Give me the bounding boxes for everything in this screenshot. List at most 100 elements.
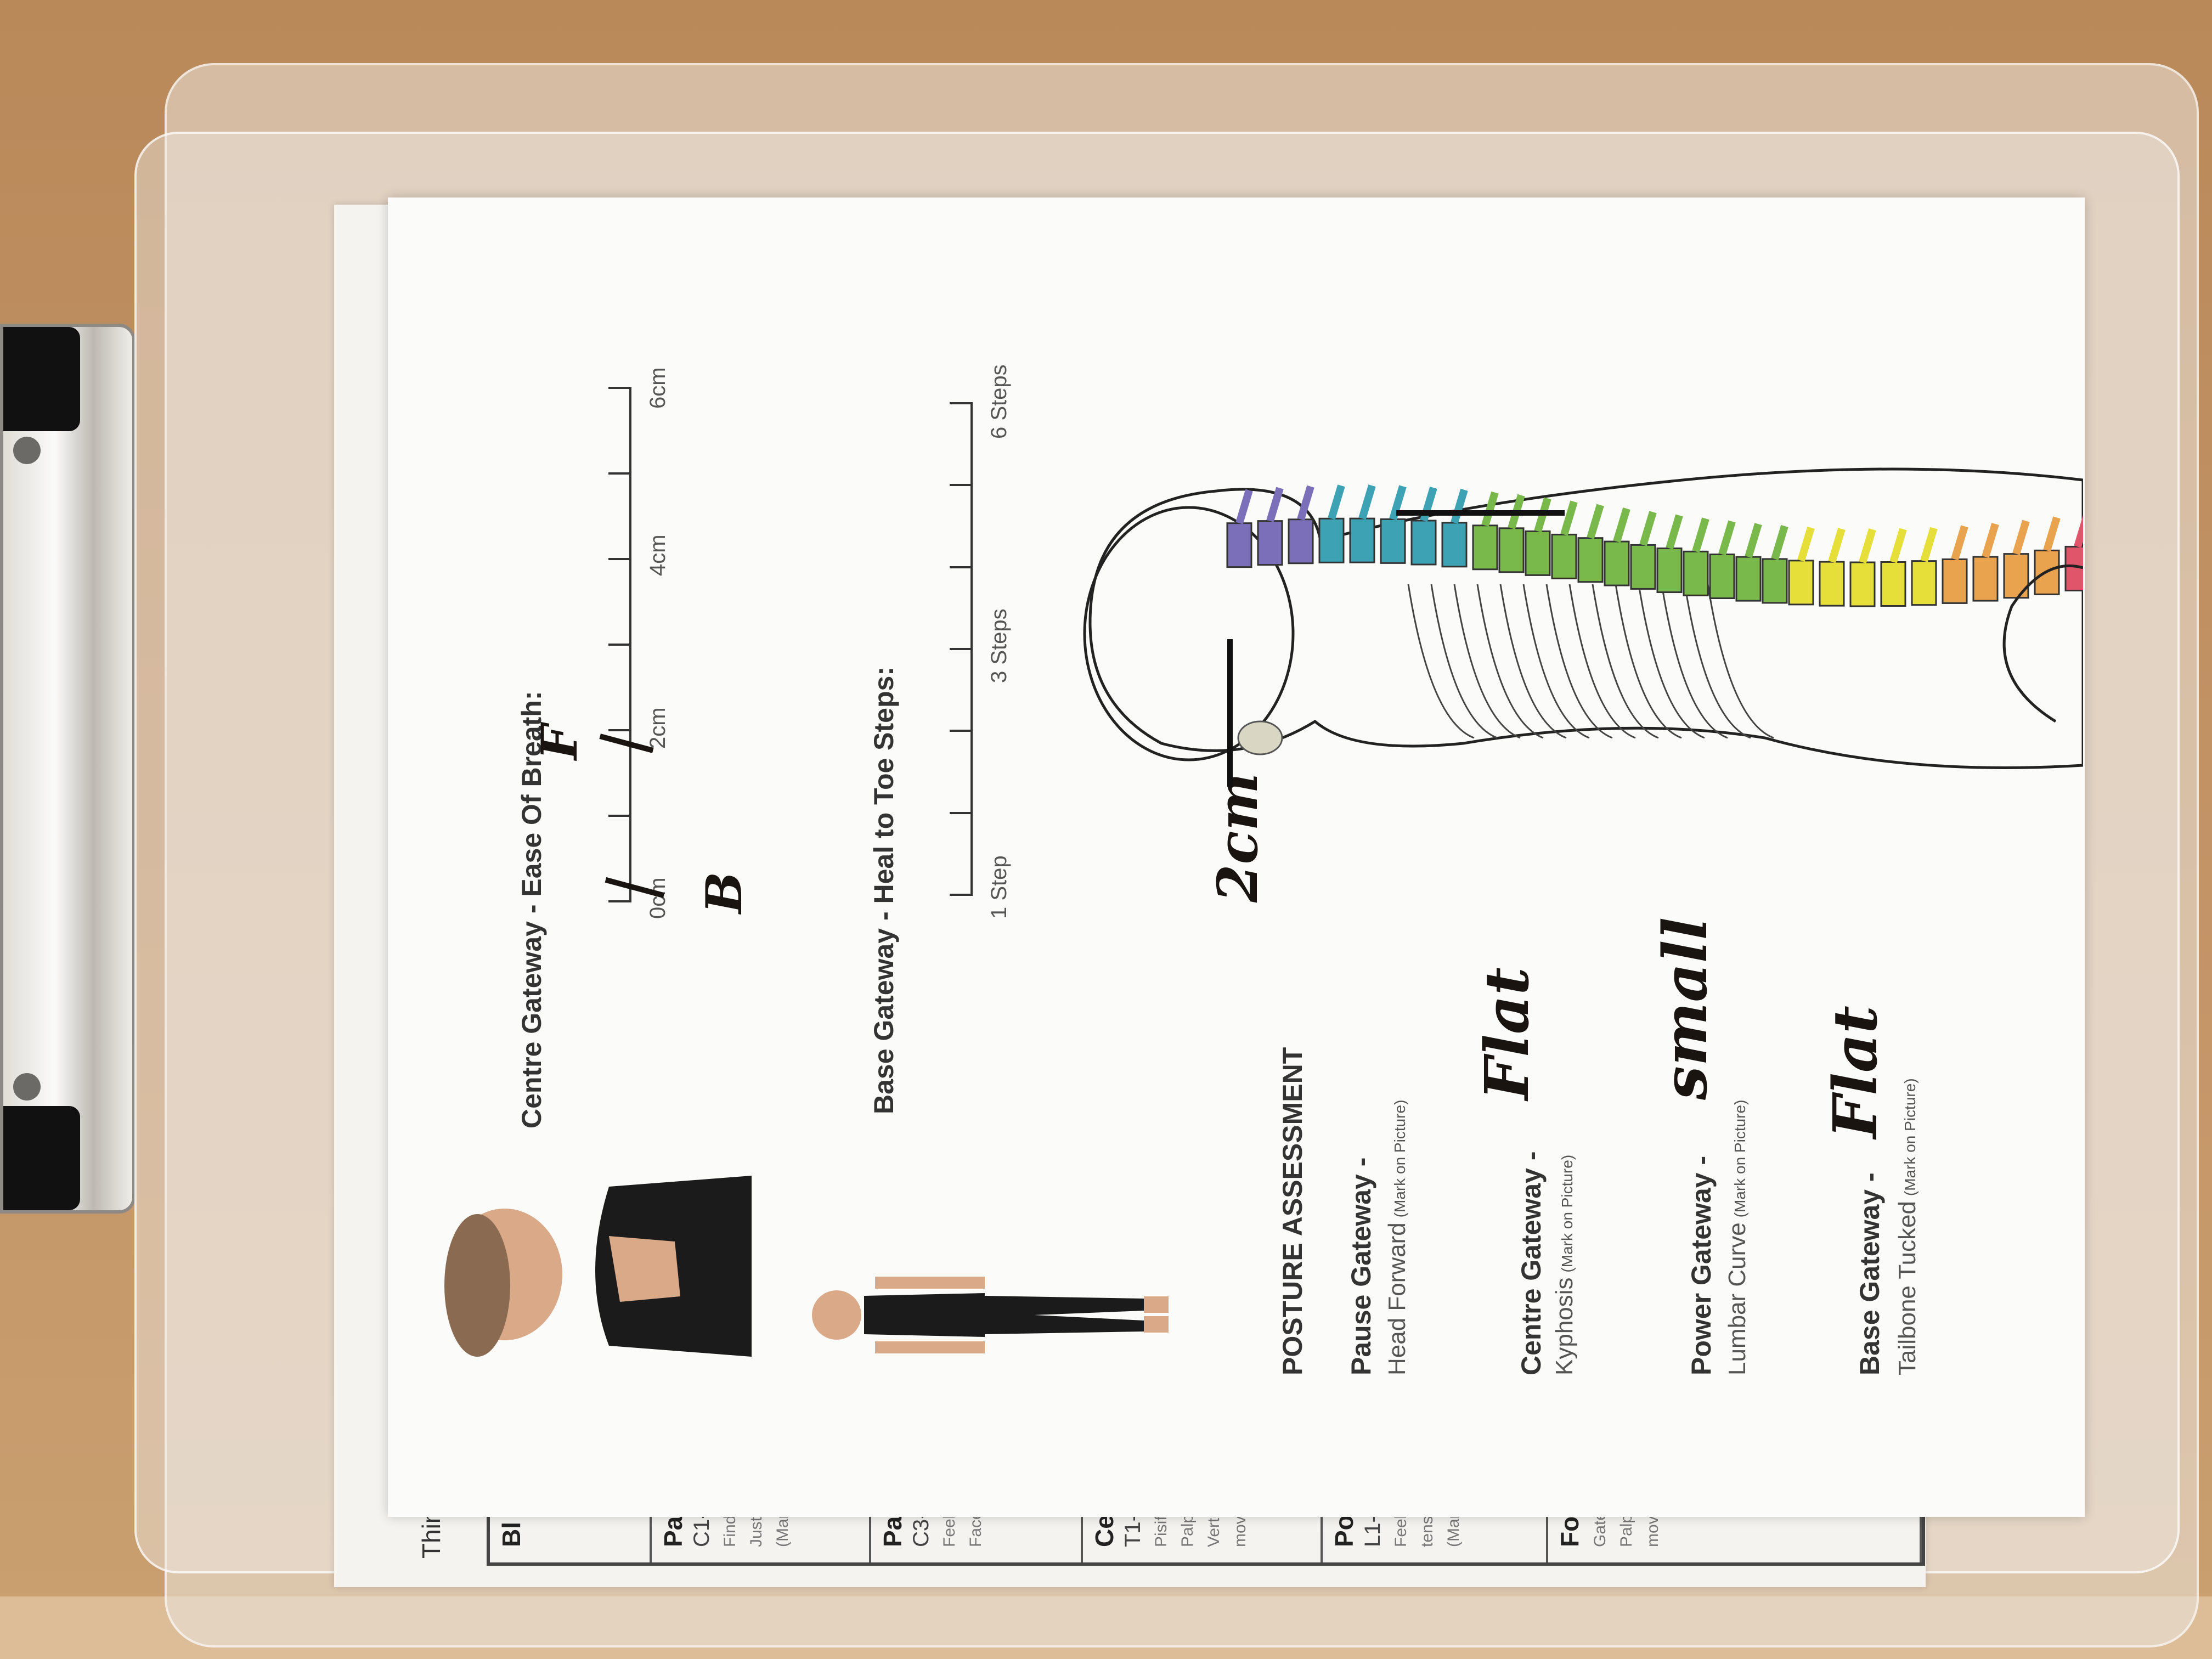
vertebra	[1441, 522, 1468, 568]
handwritten-flat-base: Flat	[1820, 1006, 1891, 1138]
vertebra	[1410, 520, 1437, 566]
spinous-process	[1951, 525, 1968, 561]
handwritten-f-mark: F	[531, 725, 589, 760]
spinous-process	[1235, 489, 1253, 524]
scale-tick	[950, 566, 972, 568]
vertebra	[1656, 548, 1683, 594]
base-gateway-label: Base Gateway -	[1854, 1172, 1885, 1375]
handwritten-flat-centre: Flat	[1471, 967, 1542, 1100]
scale-tick	[950, 730, 972, 732]
vertebra	[1630, 544, 1656, 590]
vertebra	[1735, 556, 1762, 602]
spinous-process	[1639, 511, 1657, 546]
breath-label-0: 0cm	[646, 877, 670, 919]
power-gateway-detail: Lumbar Curve (Mark on Picture)	[1724, 1100, 1751, 1375]
breathing-photo	[444, 1170, 754, 1368]
rib	[1545, 584, 1613, 739]
row-line: C1-	[690, 1511, 714, 1547]
spinous-process	[1587, 504, 1604, 539]
vertebra	[1380, 518, 1406, 564]
clip-rivet	[13, 1073, 41, 1101]
skull	[1083, 506, 1295, 761]
rib	[1661, 584, 1728, 739]
scale-tick	[950, 894, 972, 896]
spinous-process	[1920, 527, 1938, 562]
rib	[1407, 584, 1475, 739]
vertebra	[1849, 561, 1876, 607]
vertebra	[1525, 530, 1551, 576]
spinous-process	[1451, 488, 1468, 524]
row-line: (Mar	[774, 1513, 792, 1547]
vertebra	[1604, 540, 1630, 586]
spinous-process	[2074, 512, 2083, 548]
scale-tick	[608, 729, 630, 731]
vertebrae	[1226, 484, 2083, 607]
handwritten-b-mark: B	[695, 871, 753, 913]
vertebra	[1472, 524, 1498, 571]
standing-photo	[812, 1277, 1169, 1353]
table-header-text: Bl	[497, 1522, 526, 1547]
detail-text: Lumbar Curve	[1724, 1222, 1751, 1375]
clip-corner	[3, 1106, 80, 1210]
spinous-process	[1859, 528, 1876, 563]
vertebra	[1577, 537, 1604, 583]
spinous-process	[1389, 485, 1407, 521]
rib	[1615, 584, 1682, 739]
spinous-process	[1328, 484, 1345, 520]
vertebra	[1288, 518, 1314, 565]
note-text: (Mark on Picture)	[1731, 1099, 1748, 1218]
pause-gateway-detail: Head Forward (Mark on Picture)	[1384, 1100, 1411, 1375]
base-gateway-detail: Tailbone Tucked (Mark on Picture)	[1894, 1078, 1921, 1375]
spinous-process	[1560, 500, 1578, 536]
clip-rivet	[13, 437, 41, 464]
pause-gateway-label: Pause Gateway -	[1346, 1157, 1376, 1375]
base-steps-title: Base Gateway - Heal to Toe Steps:	[868, 667, 899, 1114]
steps-label-3: 3 Steps	[987, 608, 1011, 683]
scale-tick	[608, 558, 630, 560]
spinous-process	[1266, 487, 1284, 522]
breath-label-4: 4cm	[646, 534, 670, 576]
clip-corner	[3, 327, 80, 431]
spinous-process	[1745, 523, 1762, 558]
spinous-process	[1358, 484, 1376, 520]
spinous-process	[1481, 491, 1499, 527]
row-line: Just	[747, 1516, 766, 1547]
spinous-process	[2043, 516, 2061, 552]
steps-label-6: 6 Steps	[987, 364, 1011, 439]
spinous-process	[1613, 507, 1630, 543]
vertebra	[1318, 517, 1345, 563]
note-text: (Mark on Picture)	[1391, 1099, 1408, 1218]
vertebra	[1498, 527, 1525, 573]
handwritten-small: small	[1650, 917, 1720, 1100]
spinous-process	[1692, 517, 1709, 553]
vertebra	[1762, 558, 1788, 604]
note-text: (Mark on Picture)	[1559, 1154, 1576, 1273]
ribcage	[1407, 584, 1774, 739]
centre-gateway-detail: Kyphosis (Mark on Picture)	[1551, 1155, 1578, 1375]
detail-text: Tailbone Tucked	[1894, 1201, 1921, 1375]
vertebra	[1819, 561, 1845, 607]
breath-label-2: 2cm	[646, 707, 670, 749]
vertebra	[1683, 550, 1709, 596]
vertebra	[1972, 556, 1999, 602]
rib	[1592, 584, 1659, 739]
clipboard-clip[interactable]	[0, 324, 136, 1214]
spinous-process	[1297, 485, 1314, 521]
assessment-sheet: Centre Gateway - Ease Of Breath: 0cm 2cm…	[388, 198, 2085, 1517]
rib	[1684, 584, 1751, 739]
vertebra	[1349, 517, 1375, 563]
rib	[1707, 584, 1774, 739]
rib	[1453, 584, 1521, 739]
detail-text: Head Forward	[1384, 1222, 1410, 1375]
spinous-process	[1797, 526, 1815, 562]
scale-tick	[608, 815, 630, 817]
power-gateway-label: Power Gateway -	[1686, 1155, 1717, 1375]
vertebra	[1788, 560, 1814, 606]
rib	[1476, 584, 1544, 739]
spinous-process	[1982, 523, 1999, 558]
scale-tick	[608, 387, 630, 389]
spinous-process	[1771, 524, 1788, 560]
scale-tick	[950, 402, 972, 404]
spinous-process	[1666, 514, 1683, 550]
scale-tick	[608, 644, 630, 646]
